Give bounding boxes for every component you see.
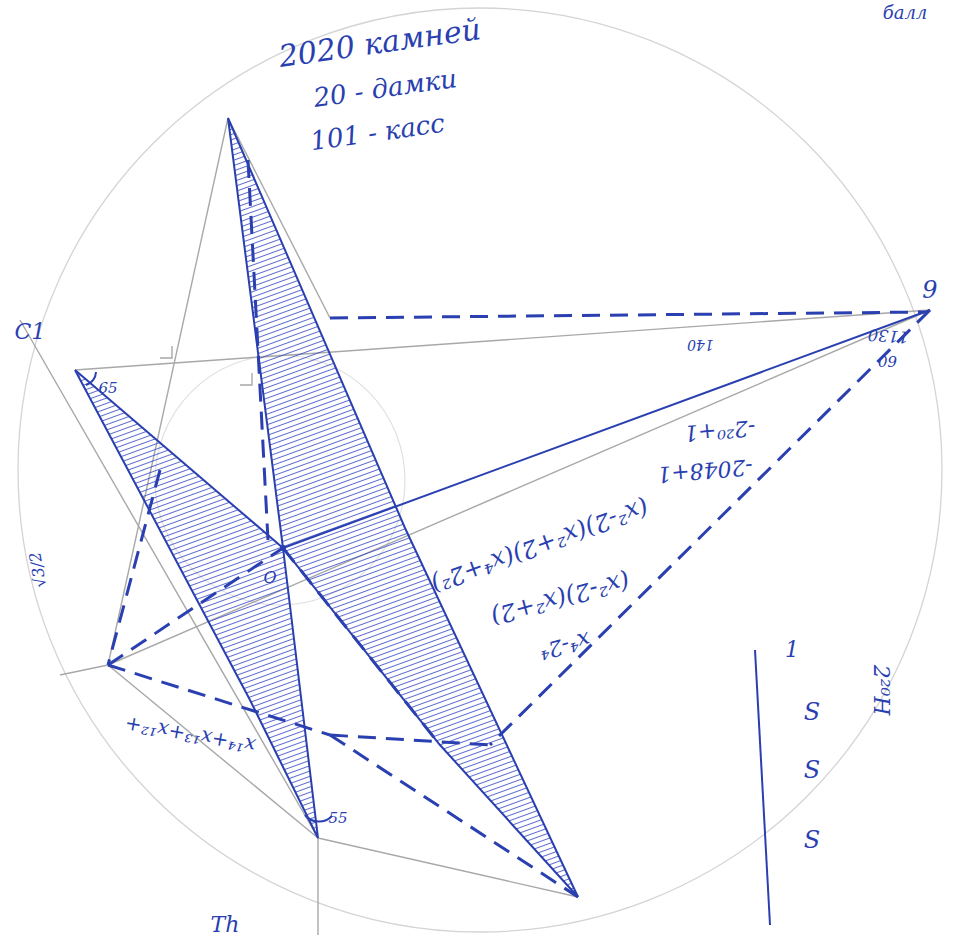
handwritten-note: 65 xyxy=(98,380,117,397)
handwritten-note: x⁴-2⁴ xyxy=(537,627,593,664)
pencil-lines xyxy=(20,118,930,935)
handwritten-note: S xyxy=(804,699,820,725)
hatched-region xyxy=(75,370,318,838)
handwritten-note: 2²⁰H xyxy=(868,665,892,716)
hatched-region xyxy=(228,118,578,897)
handwritten-note: 1 xyxy=(785,638,799,662)
handwritten-note: (x²-2)(x²+2) xyxy=(488,567,633,629)
angle-arc xyxy=(86,372,96,385)
handwritten-note: 9 xyxy=(922,277,937,303)
handwritten-note: -2²⁰+1 xyxy=(683,415,756,445)
circle-outline xyxy=(18,8,942,932)
angle-arc xyxy=(305,815,332,822)
handwritten-note: √3/2 xyxy=(26,551,50,589)
handwritten-note: 101 - касс xyxy=(309,108,447,155)
dashed-lines xyxy=(108,160,930,897)
handwritten-note: 140 xyxy=(687,337,714,352)
point-dot xyxy=(280,545,286,551)
handwritten-note: балл xyxy=(883,3,928,23)
handwritten-note: 20 - дамки xyxy=(312,64,459,112)
handwritten-note: C1 xyxy=(15,320,46,344)
handwritten-note: O xyxy=(263,569,276,587)
handwritten-note: -2048+1 xyxy=(656,454,754,486)
handwritten-note: S xyxy=(804,827,820,853)
handwritten-note: 60 xyxy=(878,352,897,369)
handwritten-note: S xyxy=(804,757,820,783)
handwritten-note: Th xyxy=(211,913,240,937)
handwritten-note: 55 xyxy=(328,810,347,827)
divider-line xyxy=(755,650,770,925)
handwritten-note: x¹⁴+x¹³+x¹²+ xyxy=(123,713,257,758)
handwritten-note: 1130 xyxy=(867,326,909,346)
